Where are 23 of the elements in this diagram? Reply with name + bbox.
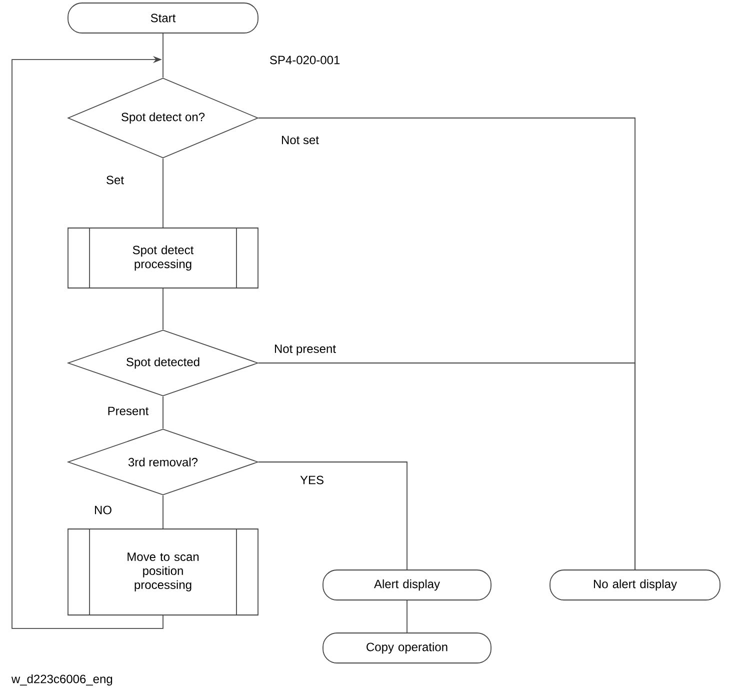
edge-label: YES <box>299 474 326 486</box>
subroutine-box: Move to scan position processing <box>68 528 258 616</box>
subroutine-box: Spot detect processing <box>68 227 258 289</box>
connector-line <box>162 33 164 78</box>
edge-label: Set <box>105 174 125 186</box>
connector-line <box>162 288 164 330</box>
edge-label: Present <box>106 406 150 416</box>
connector-line <box>162 495 164 529</box>
connector-line <box>406 600 408 633</box>
edge-label: Not set <box>280 134 320 146</box>
terminator-box: Alert display <box>322 570 492 600</box>
figure-id: w_d223c6006_eng <box>11 674 112 686</box>
terminator-box: Start <box>68 2 258 34</box>
terminator-box: No alert display <box>550 570 720 600</box>
connector-line <box>12 56 164 629</box>
step-code: SP4-020-001 <box>270 56 340 64</box>
connector-line <box>162 158 164 228</box>
edge-label: NO <box>93 504 113 516</box>
connector-line <box>258 462 408 570</box>
terminator-box: Copy operation <box>322 632 492 664</box>
connector-line <box>162 396 164 429</box>
edge-label: Not present <box>273 344 338 356</box>
connector-line <box>258 362 636 570</box>
